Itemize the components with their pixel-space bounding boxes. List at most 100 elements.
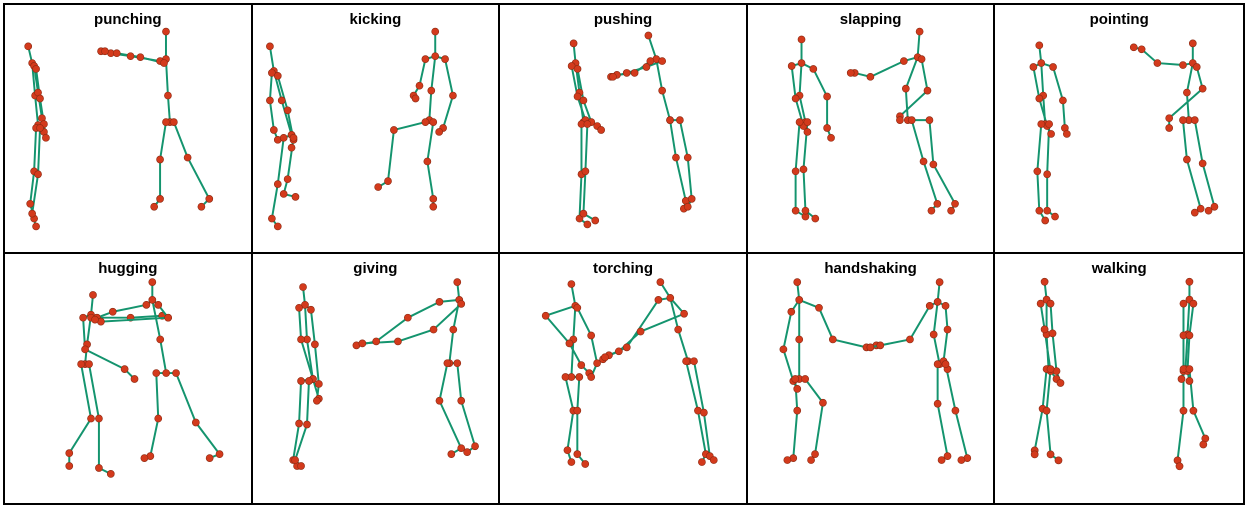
skeleton-joint [803, 118, 812, 126]
skeleton-bone [37, 127, 42, 176]
skeleton-bone [1052, 66, 1065, 102]
skeleton-bone [782, 348, 795, 382]
skeleton-joint [95, 464, 103, 472]
skeleton-bone [159, 338, 168, 375]
skeleton-joint [636, 327, 645, 336]
skeleton-bone [576, 67, 585, 102]
skeleton-joint [87, 414, 95, 423]
skeleton-bone [1188, 302, 1195, 337]
skeleton-joint [108, 307, 117, 316]
skeleton-bone [794, 121, 801, 173]
skeleton-bone [686, 156, 693, 200]
skeleton-bone [817, 306, 834, 341]
skeleton-figure [24, 42, 50, 231]
skeleton-joint [170, 118, 178, 126]
skeleton-joint [905, 335, 914, 344]
skeleton-bone [268, 71, 273, 102]
skeleton-bone [396, 328, 435, 343]
skeleton-joint [101, 47, 109, 56]
skeleton-joint [154, 414, 163, 423]
skeleton-joint [583, 120, 592, 128]
skeleton-joint [947, 206, 955, 215]
skeleton-bone [790, 65, 797, 100]
skeleton-joint [933, 298, 942, 306]
skeleton-bone [297, 379, 302, 425]
skeleton-bone [305, 379, 310, 426]
skeleton-joint [658, 86, 667, 95]
skeleton-bone [879, 338, 911, 347]
skeleton-joint [130, 375, 139, 383]
skeleton-bone [576, 376, 581, 412]
skeleton-bone [1186, 91, 1191, 122]
skeleton-joint [1197, 204, 1205, 213]
skeleton-joint [933, 360, 942, 369]
skeleton-joint [565, 339, 574, 348]
skeleton-joint [298, 283, 307, 291]
skeleton-joint [823, 124, 831, 132]
skeleton-bone [1034, 407, 1044, 452]
skeleton-bone [392, 121, 426, 131]
skeleton-joint [801, 206, 810, 215]
skeleton-joint [700, 408, 708, 417]
panel-hugging: hugging [5, 254, 253, 503]
skeleton-joint [1037, 120, 1046, 128]
skeleton-joint [791, 375, 799, 383]
skeleton-bone [406, 300, 441, 319]
skeleton-joint [573, 406, 582, 415]
skeleton-joint [32, 65, 40, 73]
skeleton-joint [656, 278, 665, 286]
skeleton-bone [1176, 409, 1185, 462]
skeleton-bone [1186, 62, 1195, 94]
skeleton-joint [77, 360, 85, 369]
skeleton-joint [81, 345, 89, 354]
skeleton-joint [154, 300, 163, 309]
skeleton-bone [590, 334, 599, 365]
skeleton-joint [358, 339, 366, 348]
skeleton-figure [1174, 277, 1210, 471]
skeleton-joint [923, 86, 932, 95]
skeleton-joint [811, 214, 819, 223]
skeleton-joint [1059, 96, 1068, 105]
skeleton-bone [703, 411, 711, 458]
skeleton-joint [1037, 59, 1046, 67]
skeleton-joint [674, 325, 683, 334]
skeleton-joint [684, 202, 692, 211]
skeleton-joint [1189, 299, 1198, 308]
skeleton-joint [542, 311, 550, 320]
skeleton-joint [148, 296, 157, 304]
skeleton-joint [807, 456, 815, 464]
skeleton-joint [152, 369, 161, 377]
skeleton-bone [1156, 62, 1185, 67]
skeleton-drawing [65, 278, 224, 478]
skeleton-joint [933, 199, 941, 208]
skeleton-joint [935, 278, 944, 286]
skeleton-bone [812, 67, 828, 98]
skeleton-bone [276, 74, 289, 112]
skeleton-joint [79, 313, 87, 322]
skeleton-joint [142, 300, 151, 309]
skeleton-joint [443, 359, 451, 368]
skeleton-figure [779, 278, 880, 464]
skeleton-bone [920, 58, 929, 92]
skeleton-joint [1041, 277, 1049, 286]
skeleton-joint [456, 299, 465, 308]
skeleton-figure [607, 31, 696, 213]
skeleton-joint [423, 157, 431, 166]
skeleton-figure [87, 278, 224, 462]
skeleton-joint [1176, 462, 1184, 471]
skeleton-figure [599, 278, 718, 466]
skeleton-figure [97, 27, 214, 211]
skeleton-bone [1202, 162, 1216, 208]
skeleton-bone [578, 173, 583, 220]
skeleton-joint [183, 153, 192, 162]
skeleton-joint [1063, 130, 1072, 138]
skeleton-joint [150, 202, 159, 211]
skeleton-bone [802, 168, 807, 212]
skeleton-joint [1047, 130, 1056, 138]
skeleton-bone [29, 170, 36, 205]
skeleton-bone [831, 338, 868, 349]
skeleton-joint [421, 55, 429, 63]
skeleton-bone [443, 58, 454, 97]
skeleton-joint [126, 52, 135, 61]
skeleton-figure [542, 280, 602, 468]
